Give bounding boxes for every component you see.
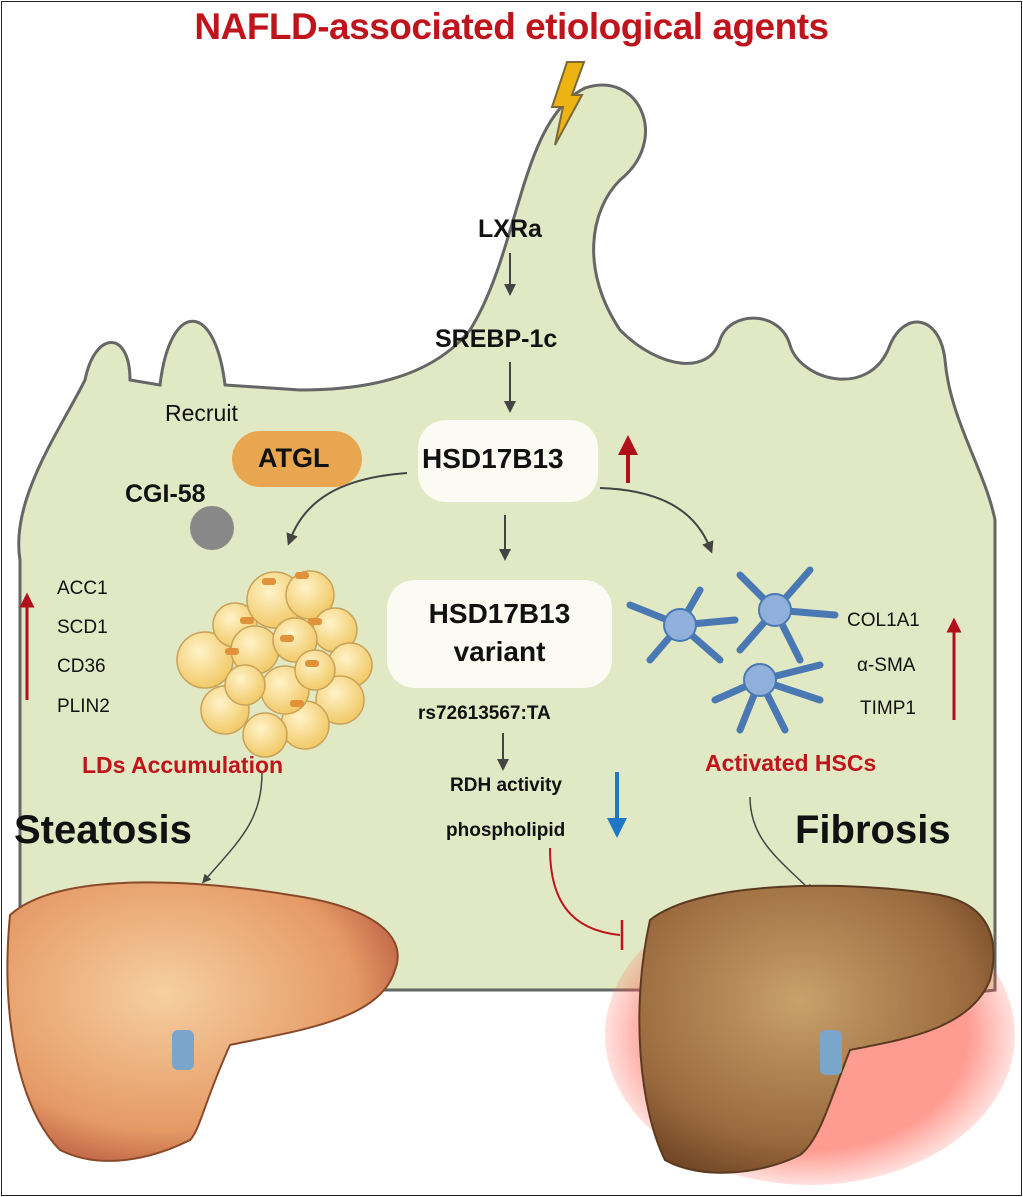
arrow-hscs-fibrosis <box>749 796 814 894</box>
lxra-label: LXRa <box>478 215 542 243</box>
portal-vein-right <box>820 1030 842 1075</box>
srebp-label: SREBP-1c <box>435 325 558 353</box>
phospholipid-label: phospholipid <box>446 820 566 841</box>
hsd-box <box>418 420 598 502</box>
fibrosis-label: Fibrosis <box>795 808 951 852</box>
lipid-droplets-icon <box>176 570 373 758</box>
gene-col1a1: COL1A1 <box>847 610 920 631</box>
atgl-label: ATGL <box>258 443 330 473</box>
gene-scd1: SCD1 <box>57 617 108 638</box>
hsd-label: HSD17B13 <box>422 443 564 474</box>
portal-vein-left <box>172 1030 194 1070</box>
gene-acc1: ACC1 <box>57 578 108 599</box>
variant-label-2: variant <box>453 636 546 667</box>
lightning-icon <box>550 61 586 146</box>
hsc-nuclei <box>663 593 792 697</box>
snp-label: rs72613567:TA <box>418 703 551 724</box>
figure-title: NAFLD-associated etiological agents <box>194 6 829 47</box>
cgi58-label: CGI-58 <box>125 480 206 508</box>
steatotic-liver-icon <box>6 881 399 1162</box>
droplet-nuclei <box>225 572 322 707</box>
arrow-hsd-hscs <box>599 487 714 554</box>
cgi58-dot <box>190 506 234 550</box>
atgl-pill <box>232 431 362 487</box>
activated-hscs-label: Activated HSCs <box>705 750 877 776</box>
steatosis-label: Steatosis <box>14 808 192 852</box>
gene-timp1: TIMP1 <box>860 698 916 719</box>
gene-asma: α-SMA <box>857 655 916 676</box>
arrow-hsd-lds <box>286 472 408 546</box>
arrow-lds-steatosis <box>202 771 263 884</box>
hepatic-stellate-cells-icon <box>626 566 839 734</box>
variant-label-1: HSD17B13 <box>428 598 571 629</box>
variant-box <box>387 580 612 688</box>
gene-cd36: CD36 <box>57 656 106 677</box>
inhibition-line <box>549 847 621 936</box>
rdh-label: RDH activity <box>450 775 562 796</box>
recruit-label: Recruit <box>165 400 238 426</box>
fibrotic-liver-icon <box>638 884 995 1174</box>
lds-accumulation-label: LDs Accumulation <box>82 752 284 778</box>
gene-plin2: PLIN2 <box>57 696 110 717</box>
